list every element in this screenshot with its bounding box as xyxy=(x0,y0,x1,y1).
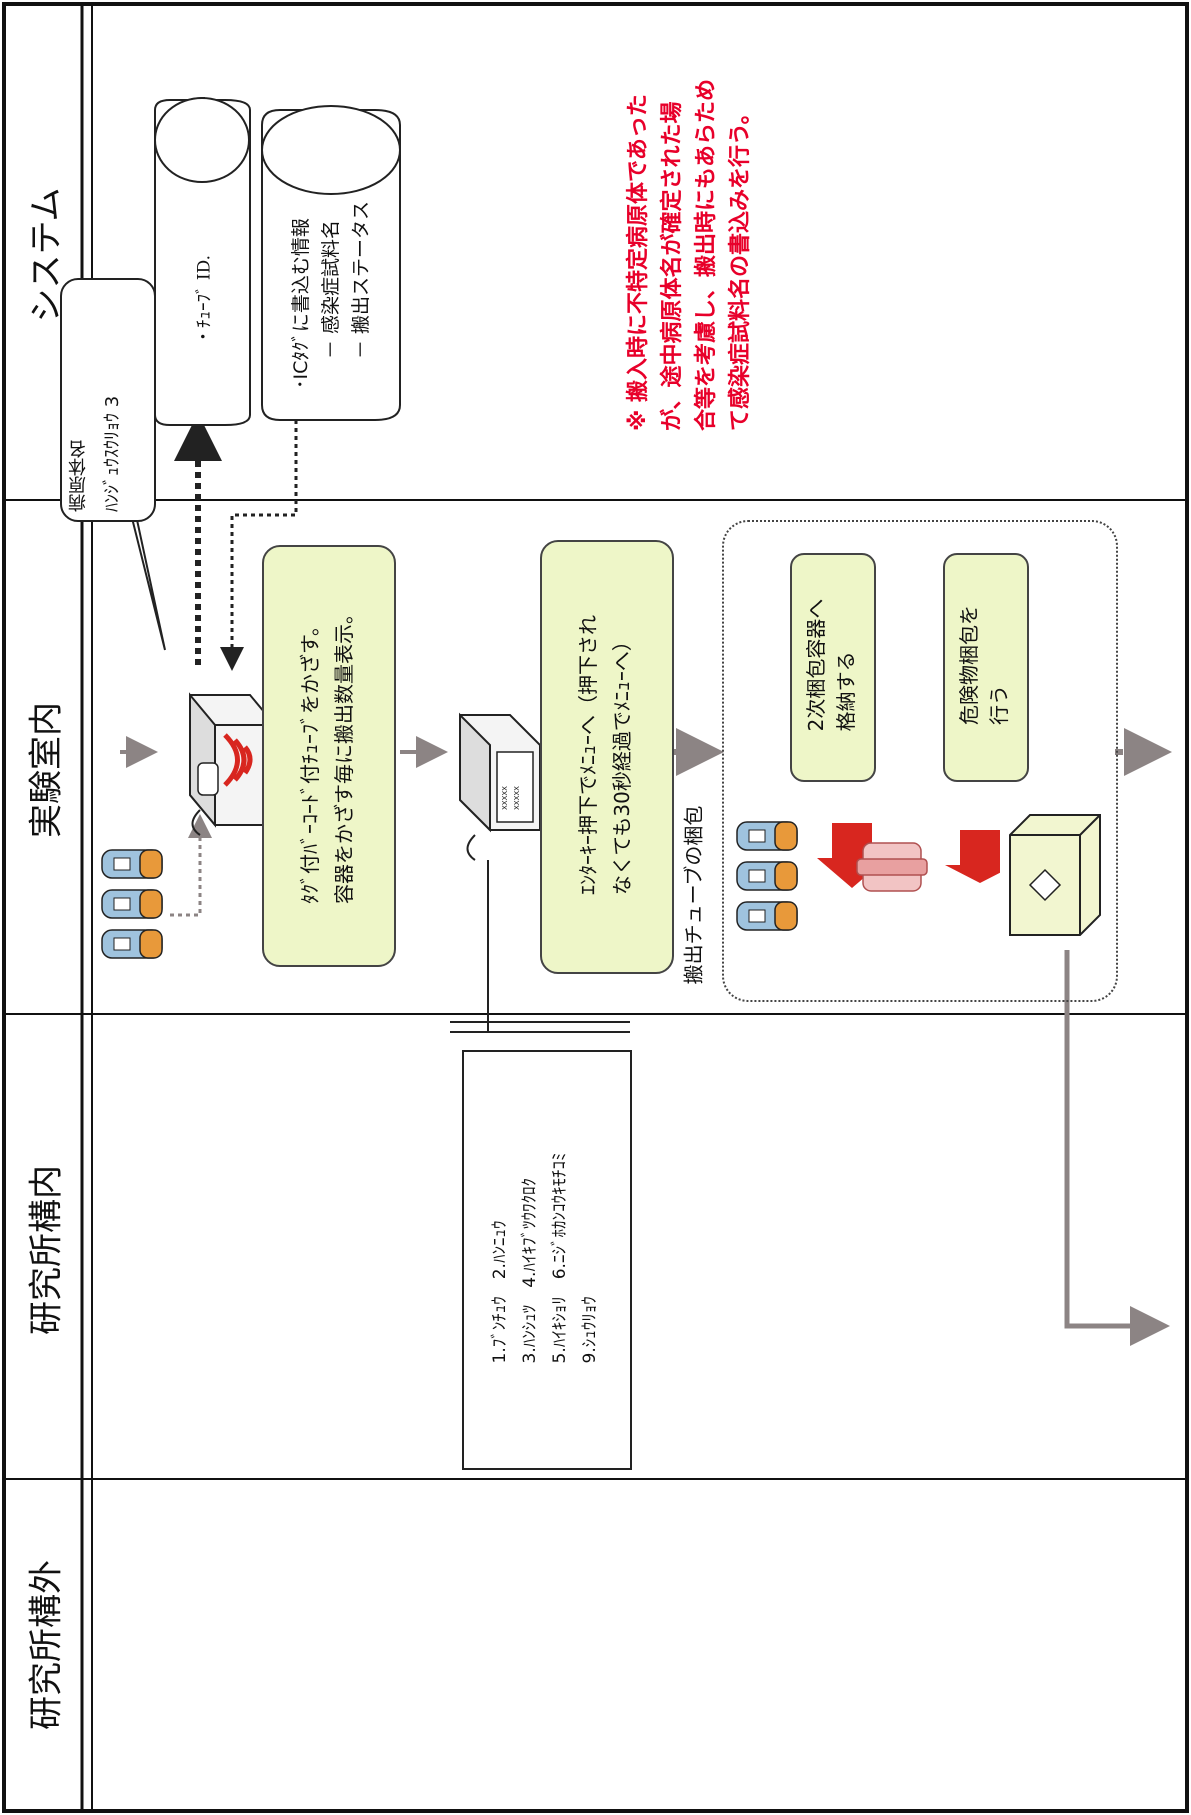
pack-step2-text: 危険物梱包を 行う xyxy=(954,605,1014,725)
hazard-diamond-icon xyxy=(1028,868,1062,902)
step2-line2: なくても30秒経過でﾒﾆｭｰへ） xyxy=(610,631,634,895)
tube-icon xyxy=(101,849,163,879)
step1-text: ﾀｸﾞ付ﾊﾞｰｺｰﾄﾞ付ﾁｭｰﾌﾞをかざす。 容器をかざす毎に搬出数量表示。 xyxy=(293,604,361,904)
svg-text:XXXXX: XXXXX xyxy=(513,786,521,810)
pack-step2-box xyxy=(943,553,1029,782)
tube-icon xyxy=(736,821,798,851)
pack-step1-text: 2次梱包容器へ 格納する xyxy=(801,599,861,732)
db-tube-id-label: ・ﾁｭｰﾌﾞ ID. xyxy=(194,254,215,346)
step1-box xyxy=(262,545,396,967)
red-note-line1: ※ 搬入時に不特定病原体であった xyxy=(626,94,651,432)
db-ictag-line3: － 搬出ステータス xyxy=(350,200,372,360)
step2-box xyxy=(540,540,674,974)
tubes-group-2 xyxy=(736,821,798,931)
red-note-line3: 合等を考慮し、搬出時にもあらため xyxy=(694,78,719,432)
menu-line4: 9.ｼｭｳﾘｮｳ xyxy=(580,1296,600,1364)
callout-box xyxy=(60,278,156,522)
tube-icon xyxy=(736,861,798,891)
rfid-reader-icon xyxy=(189,692,276,836)
menu-line3: 5.ﾊｲｷｼｮﾘ 6.ﾆｼﾞﾎｶﾝｺｳｷﾓﾁｺﾐ xyxy=(550,1152,570,1364)
db-ictag-cap xyxy=(261,105,401,195)
tube-icon xyxy=(101,929,163,959)
menu-line2: 3.ﾊﾝｼｭﾂ 4.ﾊｲｷﾌﾞﾂｳﾜｸﾛｸ xyxy=(520,1178,540,1364)
db-ictag-text: ･ICﾀｸﾞに書込む情報 － 感染症試料名 － 搬出ステータス xyxy=(286,201,376,389)
step2-text: ｴﾝﾀｰｷｰ押下でﾒﾆｭｰへ（押下され なくても30秒経過でﾒﾆｭｰへ） xyxy=(571,615,639,895)
red-arrow-icon xyxy=(945,830,1000,883)
hazmat-box-icon xyxy=(1009,814,1101,936)
packing-area xyxy=(722,520,1118,1002)
db-tube-id-shell xyxy=(154,99,251,426)
pack-step2-line2: 行う xyxy=(987,685,1011,725)
red-note-line4: て感染症試料名の書込みを行う。 xyxy=(728,102,753,432)
step1-line2: 容器をかざす毎に搬出数量表示。 xyxy=(332,604,356,904)
menu-text: 1.ﾌﾞﾝﾁｭｳ 2.ﾊﾝﾆｭｳ 3.ﾊﾝｼｭﾂ 4.ﾊｲｷﾌﾞﾂｳﾜｸﾛｸ 5… xyxy=(485,1153,605,1364)
tube-icon xyxy=(101,889,163,919)
db-tube-id-cap xyxy=(154,97,250,183)
packing-label: 搬出チューブの梱包 xyxy=(681,805,706,985)
menu-box xyxy=(462,1050,632,1470)
db-ictag-line1: ･ICﾀｸﾞに書込む情報 xyxy=(290,218,312,390)
pack-step1-line1: 2次梱包容器へ xyxy=(804,598,828,732)
step1-line1: ﾀｸﾞ付ﾊﾞｰｺｰﾄﾞ付ﾁｭｰﾌﾞをかざす。 xyxy=(298,616,322,904)
arrow-db-to-reader xyxy=(220,420,298,671)
step2-line1: ｴﾝﾀｰｷｰ押下でﾒﾆｭｰへ（押下され xyxy=(576,615,600,895)
arrow-tubes-to-reader xyxy=(170,814,212,917)
tube-icon xyxy=(736,901,798,931)
pack-step1-box xyxy=(790,553,876,782)
menu-line1: 1.ﾌﾞﾝﾁｭｳ 2.ﾊﾝﾆｭｳ xyxy=(490,1220,510,1364)
arrow-to-outside xyxy=(1064,950,1170,1346)
secondary-container-icon xyxy=(856,842,928,892)
pack-step1-line2: 格納する xyxy=(834,651,858,732)
terminal-icon: XXXXX XXXXX xyxy=(459,712,541,861)
db-ictag-line2: － 感染症試料名 xyxy=(320,219,342,360)
tubes-group-1 xyxy=(101,849,163,959)
pack-step2-line1: 危険物梱包を xyxy=(957,605,981,725)
red-note: ※ 搬入時に不特定病原体であった が、途中病原体名が確定された場 合等を考慮し、… xyxy=(622,79,758,431)
screen-text: XXXXX xyxy=(501,786,509,810)
red-note-line2: が、途中病原体名が確定された場 xyxy=(660,101,685,432)
